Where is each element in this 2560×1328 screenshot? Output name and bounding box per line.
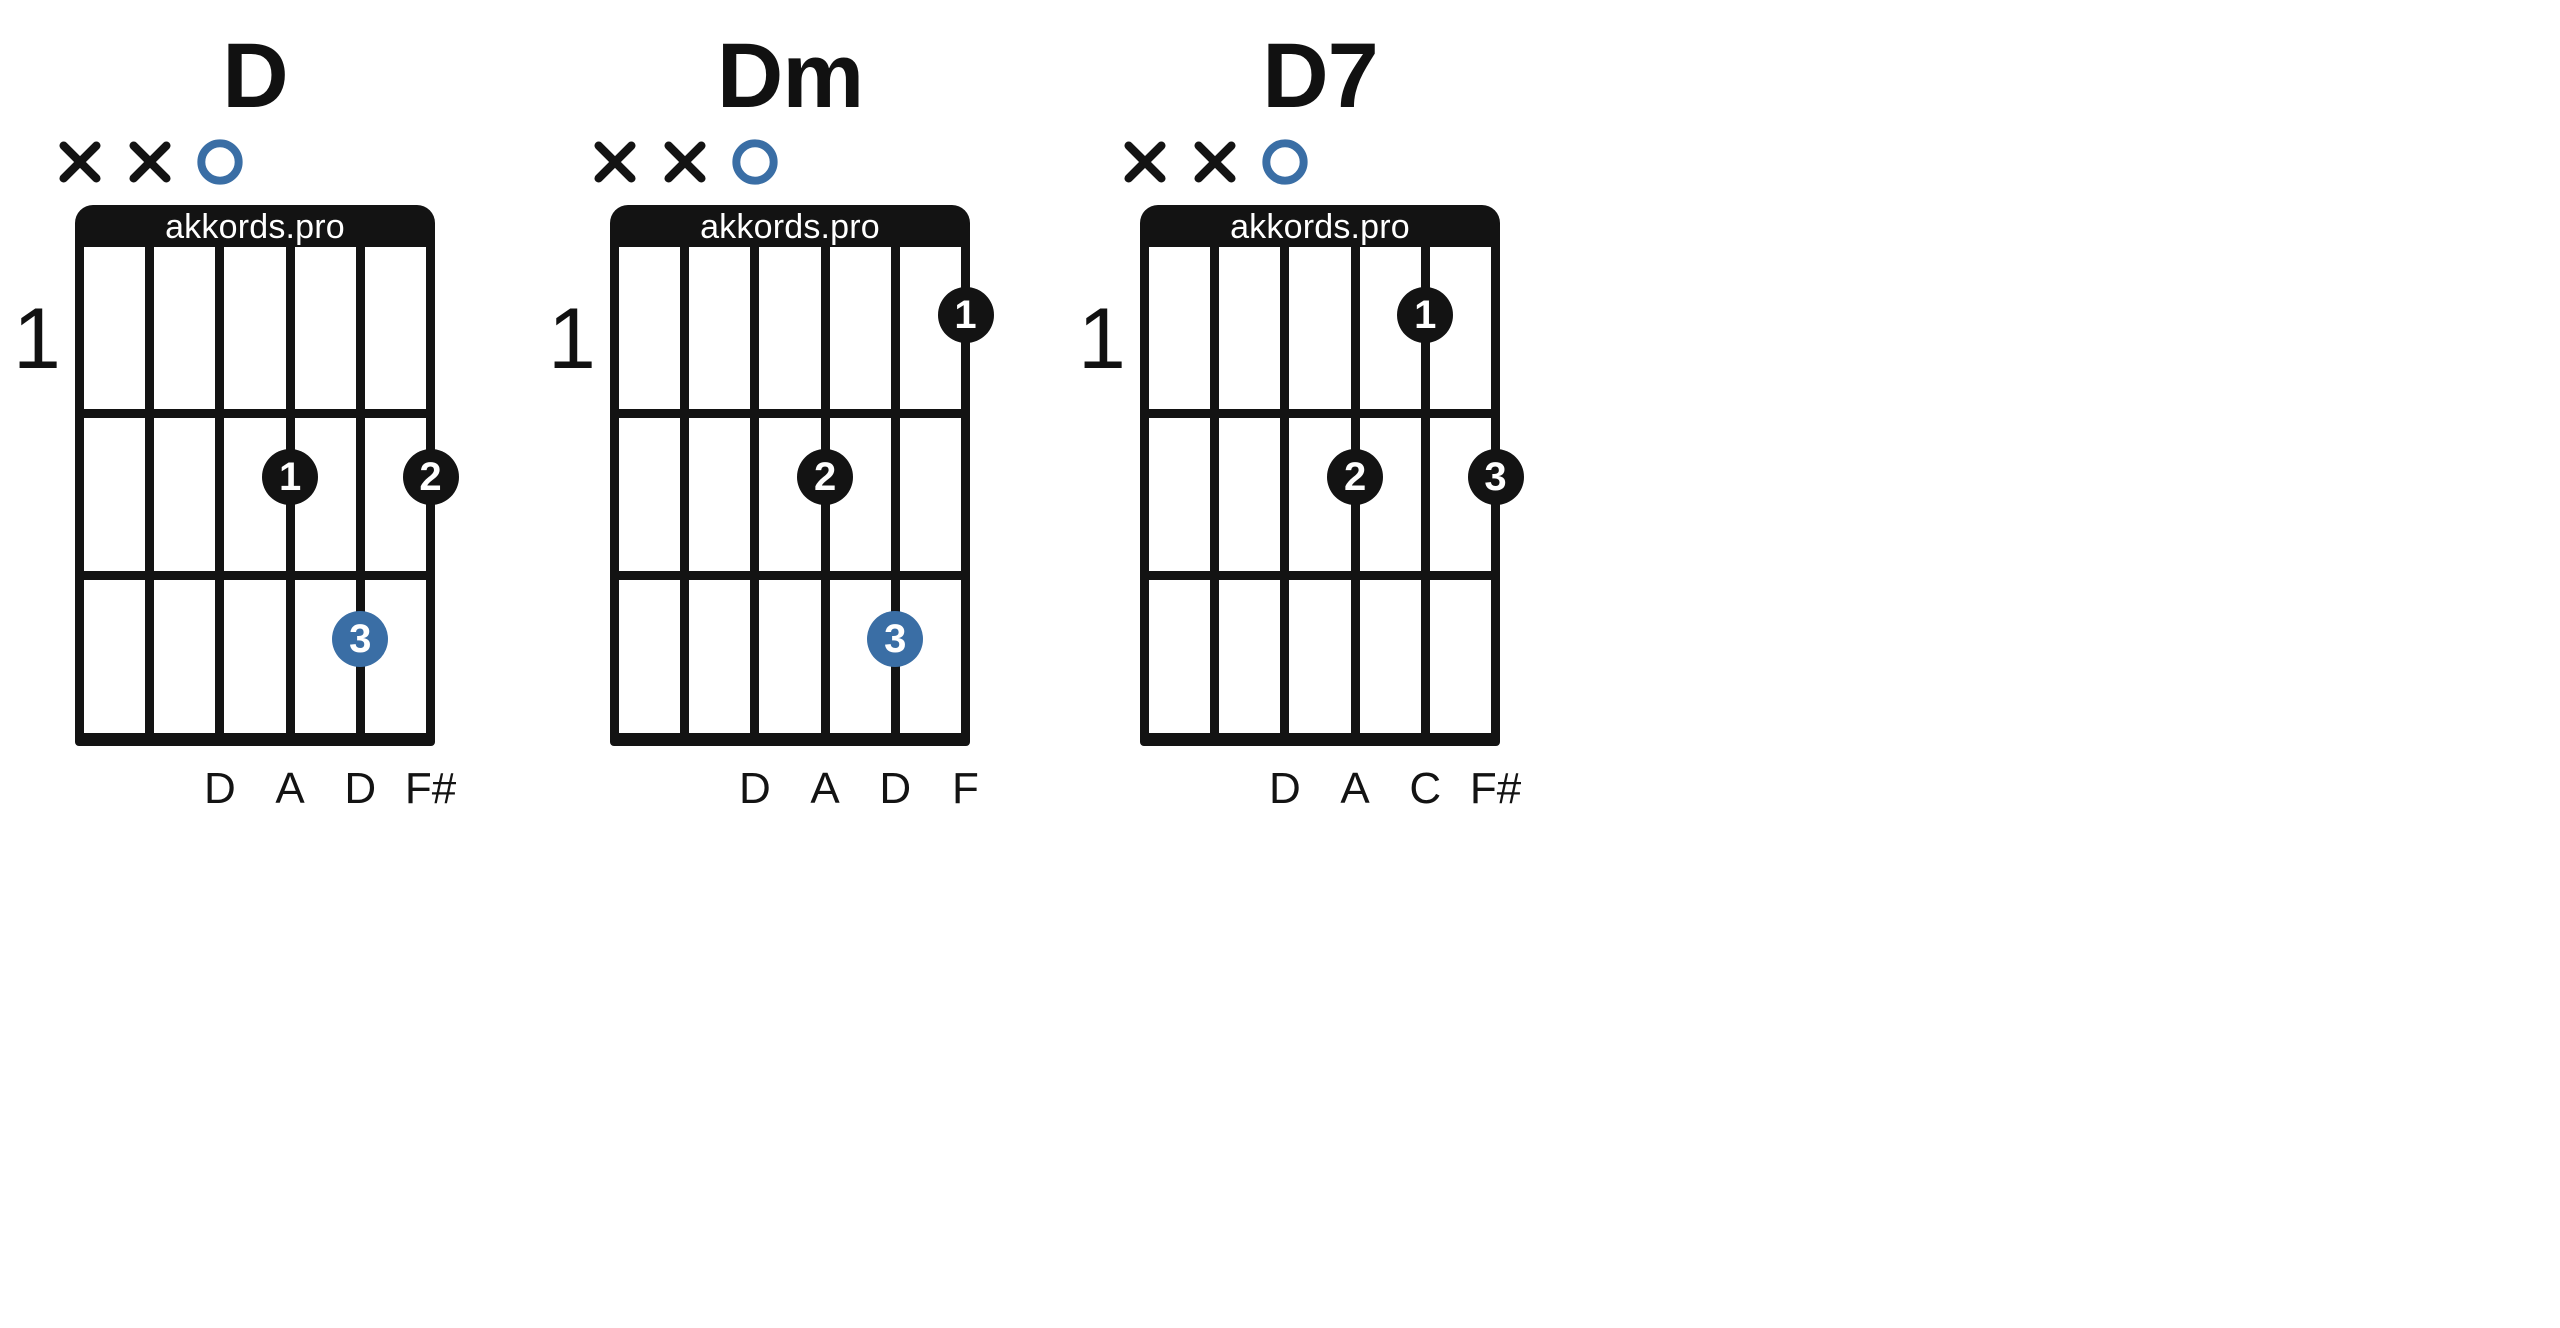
string-open-icon bbox=[1257, 134, 1313, 190]
fret-line bbox=[1140, 571, 1500, 580]
note-label: D bbox=[344, 764, 377, 813]
fret-line bbox=[75, 571, 435, 580]
string-line bbox=[680, 247, 690, 733]
note-label: D bbox=[1269, 764, 1301, 813]
finger-dot-1: 1 bbox=[262, 449, 319, 506]
string-line bbox=[1420, 247, 1430, 733]
finger-dot-3: 3 bbox=[1467, 449, 1524, 506]
fret-line bbox=[1140, 409, 1500, 418]
note-label: F bbox=[952, 764, 979, 813]
string-muted-icon bbox=[657, 134, 713, 190]
watermark-label: akkords.pro bbox=[1230, 208, 1410, 246]
fret-line bbox=[610, 409, 970, 418]
string-muted-icon bbox=[587, 134, 643, 190]
note-label: A bbox=[810, 764, 840, 813]
string-line bbox=[1140, 247, 1149, 733]
string-line bbox=[890, 247, 900, 733]
nut: akkords.pro bbox=[75, 205, 435, 247]
finger-dot-1: 1 bbox=[1397, 287, 1454, 344]
string-line bbox=[961, 247, 970, 733]
string-line bbox=[750, 247, 760, 733]
watermark-label: akkords.pro bbox=[165, 208, 345, 246]
string-line bbox=[215, 247, 225, 733]
note-label: D bbox=[879, 764, 912, 813]
string-muted-icon bbox=[122, 134, 178, 190]
nut: akkords.pro bbox=[1140, 205, 1500, 247]
string-line bbox=[355, 247, 365, 733]
finger-dot-3: 3 bbox=[332, 611, 389, 668]
finger-dot-2: 2 bbox=[402, 449, 459, 506]
string-line bbox=[1280, 247, 1290, 733]
watermark-label: akkords.pro bbox=[700, 208, 880, 246]
finger-dot-1: 1 bbox=[937, 287, 994, 344]
note-label: A bbox=[275, 764, 305, 813]
fretboard-bottom-edge bbox=[75, 733, 435, 746]
note-label: A bbox=[1340, 764, 1370, 813]
string-line bbox=[1210, 247, 1220, 733]
note-label: F# bbox=[404, 764, 457, 813]
nut: akkords.pro bbox=[610, 205, 970, 247]
fretboard-bottom-edge bbox=[1140, 733, 1500, 746]
string-open-icon bbox=[192, 134, 248, 190]
chord-name-d7: D7 bbox=[1262, 25, 1379, 127]
note-label: C bbox=[1409, 764, 1442, 813]
chord-name-d: D bbox=[222, 25, 288, 127]
chord-name-dm: Dm bbox=[716, 25, 864, 127]
string-line bbox=[610, 247, 619, 733]
fret-position-label: 1 bbox=[548, 290, 596, 387]
note-label: D bbox=[204, 764, 236, 813]
fret-position-label: 1 bbox=[13, 290, 61, 387]
fret-line bbox=[75, 409, 435, 418]
fret-line bbox=[610, 571, 970, 580]
string-muted-icon bbox=[52, 134, 108, 190]
string-muted-icon bbox=[1187, 134, 1243, 190]
string-muted-icon bbox=[1117, 134, 1173, 190]
fret-position-label: 1 bbox=[1078, 290, 1126, 387]
string-open-icon bbox=[727, 134, 783, 190]
string-line bbox=[145, 247, 155, 733]
finger-dot-3: 3 bbox=[867, 611, 924, 668]
fretboard-bottom-edge bbox=[610, 733, 970, 746]
note-label: F# bbox=[1469, 764, 1522, 813]
note-label: D bbox=[739, 764, 771, 813]
string-line bbox=[75, 247, 84, 733]
finger-dot-2: 2 bbox=[1327, 449, 1384, 506]
finger-dot-2: 2 bbox=[797, 449, 854, 506]
